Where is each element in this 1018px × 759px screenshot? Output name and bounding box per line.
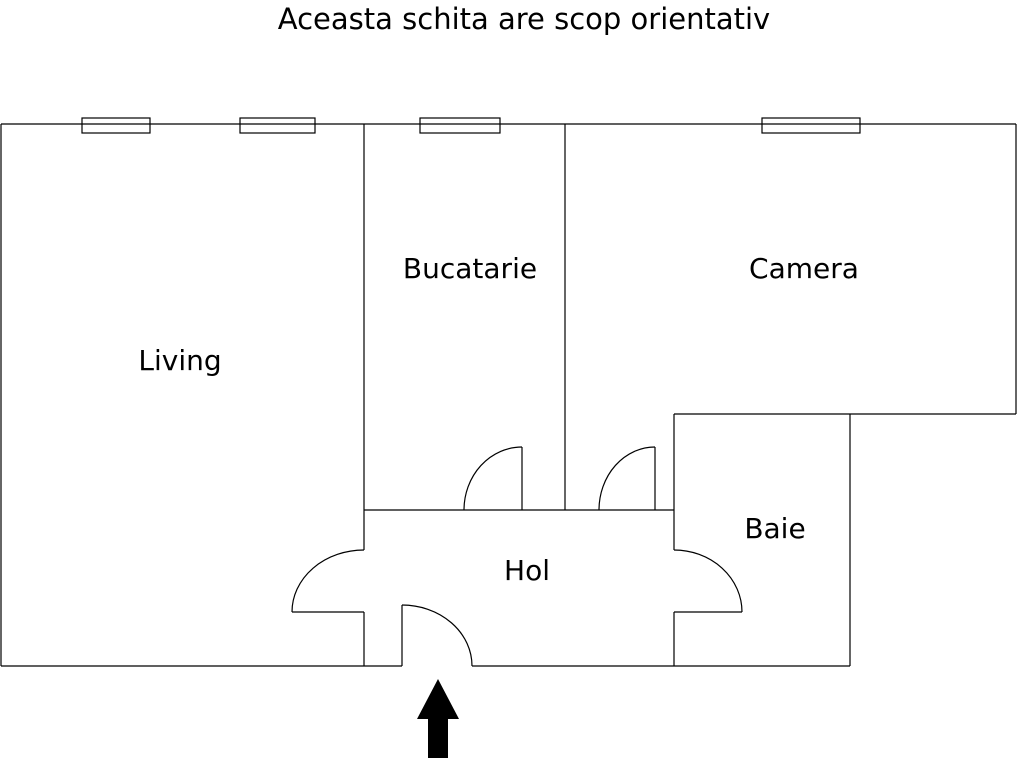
arrow-up-icon bbox=[417, 679, 459, 758]
door-bucatarie bbox=[463, 446, 523, 511]
windows bbox=[81, 117, 861, 134]
window bbox=[419, 117, 501, 134]
window bbox=[239, 117, 316, 134]
doors bbox=[291, 446, 743, 667]
door-living bbox=[291, 549, 365, 613]
door-camera bbox=[598, 446, 656, 511]
window bbox=[81, 117, 151, 134]
door-entrance bbox=[401, 604, 473, 667]
room-label-baie: Baie bbox=[744, 512, 805, 545]
room-label-bucatarie: Bucatarie bbox=[403, 252, 537, 285]
page-title: Aceasta schita are scop orientativ bbox=[277, 2, 771, 36]
door-baie bbox=[673, 549, 743, 613]
room-label-camera: Camera bbox=[749, 252, 859, 285]
room-label-living: Living bbox=[138, 344, 221, 377]
window bbox=[761, 117, 861, 134]
room-label-hol: Hol bbox=[504, 554, 550, 587]
interior-walls bbox=[363, 124, 675, 666]
